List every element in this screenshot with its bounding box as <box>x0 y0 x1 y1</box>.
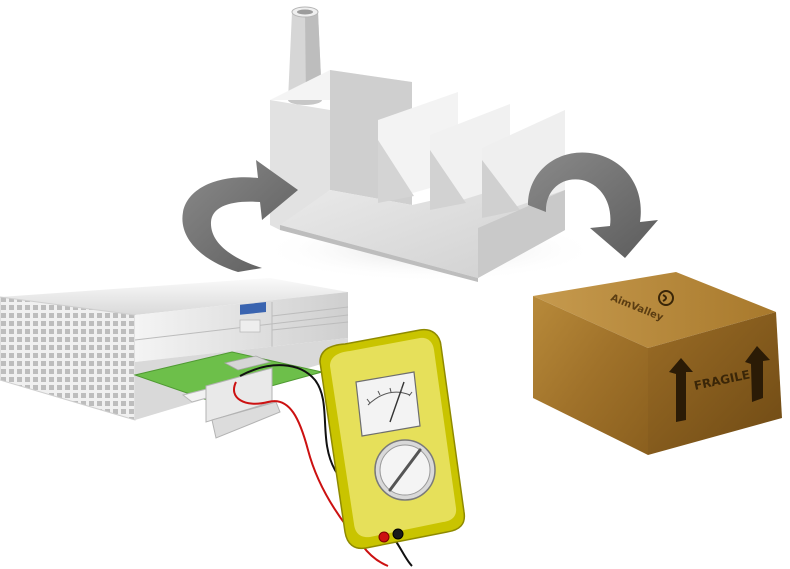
inbound-arrow <box>182 160 298 272</box>
chassis-vent-panel <box>0 297 135 420</box>
factory <box>260 6 600 282</box>
board-chip <box>223 355 272 371</box>
black-probe-wire <box>239 364 413 567</box>
chassis-top <box>0 278 348 315</box>
box-top-face <box>533 272 776 348</box>
up-arrow-left-icon <box>669 358 693 422</box>
shipping-box: AimValley FRAGILE <box>533 272 782 455</box>
computer-chassis <box>0 278 349 439</box>
usb-connector <box>240 302 266 315</box>
board-bracket-tab <box>211 401 281 439</box>
black-probe-jack <box>392 528 404 540</box>
probe-jacks <box>378 528 404 543</box>
factory-side-wall <box>478 190 565 278</box>
multimeter <box>319 328 466 550</box>
up-arrow-right-icon <box>745 346 770 402</box>
brand-logo <box>658 290 674 306</box>
outbound-arrow <box>528 152 658 258</box>
probe-wires <box>233 364 413 567</box>
rotary-selector-dial <box>374 439 436 501</box>
factory-base-edge <box>280 225 478 282</box>
analog-meter-display <box>355 371 421 437</box>
red-probe-wire <box>233 381 389 567</box>
status-label <box>239 319 261 333</box>
box-front-face <box>533 296 648 455</box>
red-probe-jack <box>378 531 390 543</box>
